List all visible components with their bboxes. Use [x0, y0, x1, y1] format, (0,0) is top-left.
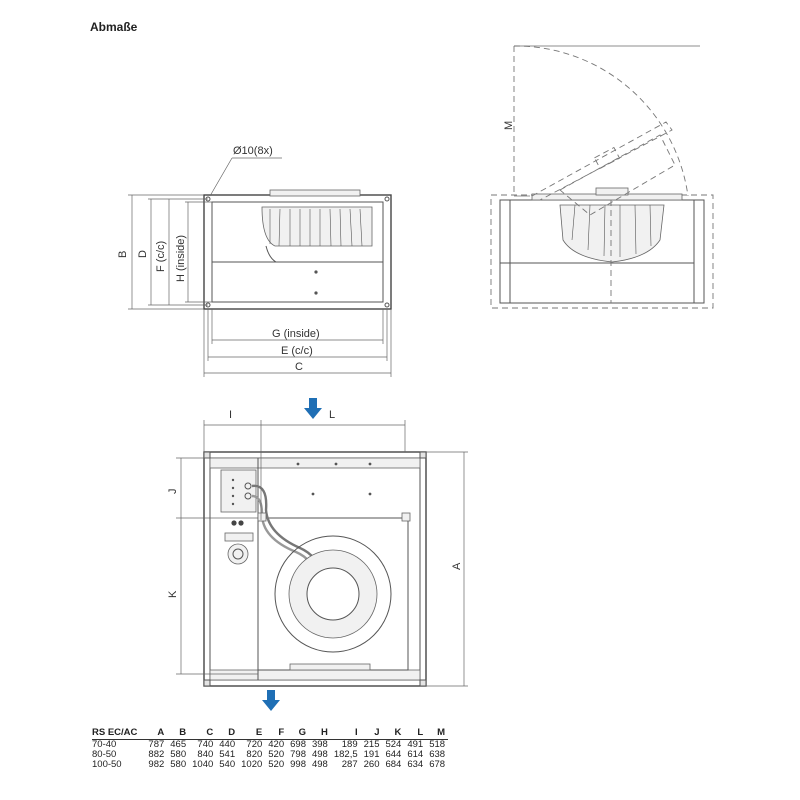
- column-header: E: [238, 727, 266, 740]
- column-header: J: [360, 727, 383, 740]
- column-header: F: [265, 727, 288, 740]
- top-bracket: [269, 189, 361, 197]
- dim-label-k: K: [167, 590, 179, 598]
- front-view-inner-frame: [211, 201, 384, 303]
- column-header: G: [287, 727, 309, 740]
- table-cell: 684: [385, 759, 402, 770]
- table-cell: 215: [363, 739, 380, 750]
- column-header: D: [216, 727, 239, 740]
- dim-label-m: M: [503, 121, 515, 130]
- column-header: I: [330, 727, 361, 740]
- table-cell: 541: [219, 749, 236, 760]
- table-cell: 540: [219, 759, 236, 770]
- side-view: M: [490, 45, 714, 309]
- screw: [314, 291, 318, 295]
- table-cell: 882: [148, 749, 165, 760]
- dim-label-i: I: [229, 409, 232, 421]
- table-cell: 191: [363, 749, 380, 760]
- dim-label-d: D: [137, 250, 149, 258]
- column-header: B: [167, 727, 190, 740]
- table-cell: 634: [407, 759, 424, 770]
- corner-hole: [384, 196, 390, 202]
- table-cell: 498: [311, 749, 328, 760]
- dim-label-c: C: [295, 361, 303, 373]
- door-swing-arc: [513, 45, 689, 197]
- table-cell: 787: [148, 739, 165, 750]
- table-cell: 580: [170, 759, 187, 770]
- column-header: C: [189, 727, 217, 740]
- table-cell: 614: [407, 749, 424, 760]
- table-cell: 398: [311, 739, 328, 750]
- airflow-in-arrow-icon: [304, 398, 322, 419]
- screw: [314, 270, 318, 274]
- table-cell: 1040: [192, 759, 214, 770]
- column-header: L: [404, 727, 427, 740]
- column-header: RS EC/AC: [92, 727, 146, 740]
- table-cell: 70-40: [92, 739, 117, 750]
- table-cell: 982: [148, 759, 165, 770]
- dim-label-a: A: [451, 562, 463, 570]
- table-cell: 820: [246, 749, 263, 760]
- table-cell: 740: [197, 739, 214, 750]
- column-header: A: [145, 727, 168, 740]
- top-view: I L J K A: [167, 398, 468, 711]
- dim-label-l: L: [329, 409, 335, 421]
- dim-label-b: B: [117, 251, 129, 258]
- table-cell: 1020: [241, 759, 263, 770]
- table-cell: 644: [385, 749, 402, 760]
- table-cell: 678: [429, 759, 446, 770]
- table-cell: 524: [385, 739, 402, 750]
- table-row: 100-50 982 580 1040 540 1020 520 998 498…: [92, 760, 448, 770]
- table-cell: 520: [268, 759, 285, 770]
- table-cell: 698: [290, 739, 306, 750]
- table-cell: 520: [268, 749, 285, 760]
- dim-label-e: E (c/c): [281, 345, 313, 357]
- table-cell: 798: [290, 749, 306, 760]
- table-cell: 80-50: [92, 749, 117, 760]
- front-view: Ø10(8x) B D F (c/c) H (inside): [117, 145, 392, 377]
- table-cell: 720: [246, 739, 263, 750]
- vertical-dimensions: [128, 194, 212, 310]
- fan-hub: [306, 567, 360, 621]
- column-header: H: [308, 727, 331, 740]
- column-header: M: [426, 727, 449, 740]
- horizontal-dimensions: [203, 309, 392, 377]
- table-cell: 440: [219, 739, 236, 750]
- table-cell: 465: [170, 739, 187, 750]
- table-cell: 498: [311, 759, 328, 770]
- table-row: 70-40 787 465 740 440 720 420 698 398 18…: [92, 740, 448, 751]
- table-cell: 998: [290, 759, 306, 770]
- table-cell: 638: [429, 749, 446, 760]
- dim-label-j: J: [167, 489, 179, 495]
- fan-outer-ring: [274, 535, 392, 653]
- control-box: [220, 469, 257, 513]
- table-header-row: RS EC/AC A B C D E F G H I J K L M: [92, 727, 449, 740]
- top-view-dimensions: [176, 420, 468, 687]
- page-heading: Abmaße: [90, 20, 138, 34]
- table-cell: 189: [341, 739, 358, 750]
- connector-gland: [227, 543, 249, 565]
- table-cell: 287: [341, 759, 358, 770]
- table-cell: 182,5: [333, 749, 358, 760]
- table-cell: 100-50: [92, 759, 122, 770]
- table-cell: 580: [170, 749, 187, 760]
- table-cell: 260: [363, 759, 380, 770]
- hole-label: Ø10(8x): [233, 145, 273, 157]
- table-cell: 420: [268, 739, 285, 750]
- table-cell: 840: [197, 749, 214, 760]
- dim-label-h: H (inside): [175, 235, 187, 282]
- dim-label-g: G (inside): [272, 328, 320, 340]
- dim-label-f: F (c/c): [155, 241, 167, 272]
- table-cell: 491: [407, 739, 424, 750]
- column-header: K: [382, 727, 405, 740]
- table-row: 80-50 882 580 840 541 820 520 798 498 18…: [92, 750, 448, 760]
- airflow-out-arrow-icon: [262, 690, 280, 711]
- housing-outer: [203, 451, 427, 687]
- dimension-table: RS EC/AC A B C D E F G H I J K L M 70-40…: [92, 727, 449, 770]
- corner-hole: [384, 302, 390, 308]
- table-cell: 518: [429, 739, 446, 750]
- impeller-side: [261, 206, 373, 263]
